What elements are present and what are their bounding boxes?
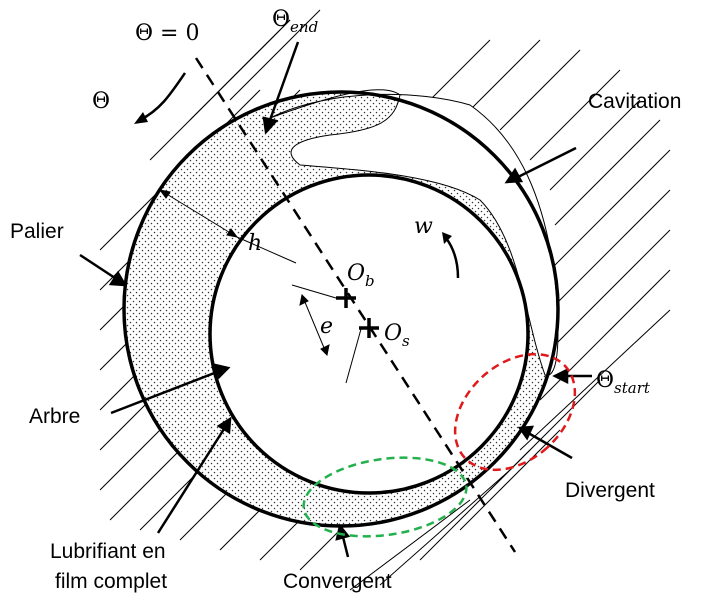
e-label: e xyxy=(320,314,333,339)
os-label: Os xyxy=(384,321,410,350)
center-line xyxy=(194,57,517,553)
arbre-label: Arbre xyxy=(29,405,80,428)
lubrifiant-label-line2: film complet xyxy=(55,570,167,593)
center-os-marker xyxy=(359,318,379,338)
housing-hatching xyxy=(99,9,671,591)
h-label: h xyxy=(248,231,262,256)
pointer-arrows xyxy=(79,41,592,558)
divergent-ellipse xyxy=(453,352,577,472)
convergent-label: Convergent xyxy=(283,570,392,593)
cavitation-region xyxy=(269,89,559,376)
rotation-w-arrow xyxy=(444,237,460,279)
theta-label: Θ xyxy=(92,89,110,114)
convergent-ellipse xyxy=(302,456,468,538)
eccentricity-dimension xyxy=(291,284,362,384)
theta-zero-label: Θ = 0 xyxy=(135,21,199,46)
lubrifiant-label-line1: Lubrifiant en xyxy=(50,540,166,563)
theta-start-label: Θstart xyxy=(596,368,651,397)
center-ob-marker xyxy=(336,288,356,308)
theta-end-label: Θend xyxy=(272,7,318,36)
palier-label: Palier xyxy=(10,220,64,243)
divergent-label: Divergent xyxy=(565,479,655,502)
ob-label: Ob xyxy=(347,261,375,290)
cavitation-label: Cavitation xyxy=(588,90,681,113)
film-thickness-dimension xyxy=(158,189,297,264)
w-label: w xyxy=(414,214,433,239)
theta-arrow xyxy=(139,72,187,122)
